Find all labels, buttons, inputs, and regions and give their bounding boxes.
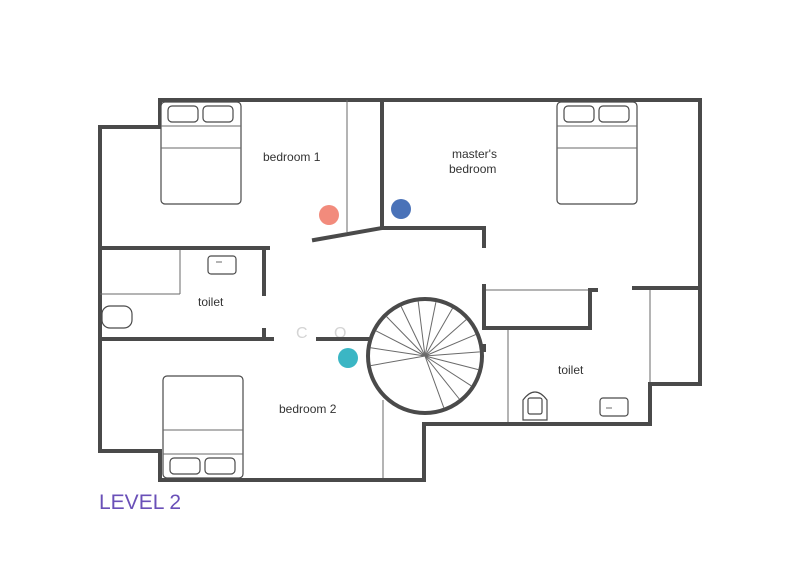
- bed-frame: [162, 375, 244, 479]
- bed-frame: [160, 101, 242, 205]
- pillow: [563, 105, 595, 123]
- outer-wall: [98, 98, 702, 482]
- bed-bedroom1: [160, 101, 242, 205]
- toilet-bowl-left: [101, 305, 133, 329]
- stair-step: [370, 347, 426, 357]
- pillow: [598, 105, 630, 123]
- sink-left: [207, 255, 237, 275]
- label-toilet-left: toilet: [198, 295, 224, 309]
- walls: [98, 98, 702, 482]
- wall-master-bottom: [380, 226, 486, 248]
- stair-step: [424, 334, 476, 357]
- stair-step: [386, 316, 426, 357]
- staircase-steps: [370, 301, 480, 408]
- room-labels: bedroom 1 master's bedroom toilet bedroo…: [198, 147, 584, 416]
- door-bedroom1: [311, 225, 385, 243]
- label-toilet-right: toilet: [558, 363, 584, 377]
- sink-right: [599, 397, 629, 417]
- label-master-line1: master's: [452, 147, 497, 161]
- label-master-line2: bedroom: [449, 162, 496, 176]
- markers: [319, 199, 411, 368]
- stair-step: [424, 351, 480, 357]
- wall-toilet-right-top: [482, 284, 598, 330]
- stair-step: [400, 306, 426, 357]
- stair-step: [370, 355, 426, 367]
- stair-step: [424, 355, 479, 371]
- stair-step: [424, 302, 437, 357]
- pillow: [204, 457, 236, 475]
- bed-bedroom2: [162, 375, 244, 479]
- marker-teal[interactable]: [338, 348, 358, 368]
- stair-step: [375, 330, 426, 357]
- stair-step: [424, 355, 445, 408]
- toilet-seat-right: [527, 397, 543, 415]
- pillow: [202, 105, 234, 123]
- spiral-staircase: [366, 297, 484, 415]
- stair-step: [424, 355, 472, 387]
- pillow: [169, 457, 201, 475]
- stair-step: [424, 319, 467, 357]
- level-title: LEVEL 2: [99, 491, 182, 514]
- bed-master: [556, 101, 638, 205]
- label-bedroom1: bedroom 1: [263, 150, 321, 164]
- stair-step: [424, 355, 460, 400]
- pillow: [167, 105, 199, 123]
- thin-lines: [100, 100, 651, 478]
- watermark-letter-c: C: [296, 325, 310, 342]
- marker-blue[interactable]: [391, 199, 411, 219]
- stair-step: [424, 308, 453, 357]
- label-bedroom2: bedroom 2: [279, 402, 337, 416]
- bed-frame: [556, 101, 638, 205]
- fixtures: [101, 255, 629, 421]
- stair-step: [417, 301, 426, 357]
- marker-coral[interactable]: [319, 205, 339, 225]
